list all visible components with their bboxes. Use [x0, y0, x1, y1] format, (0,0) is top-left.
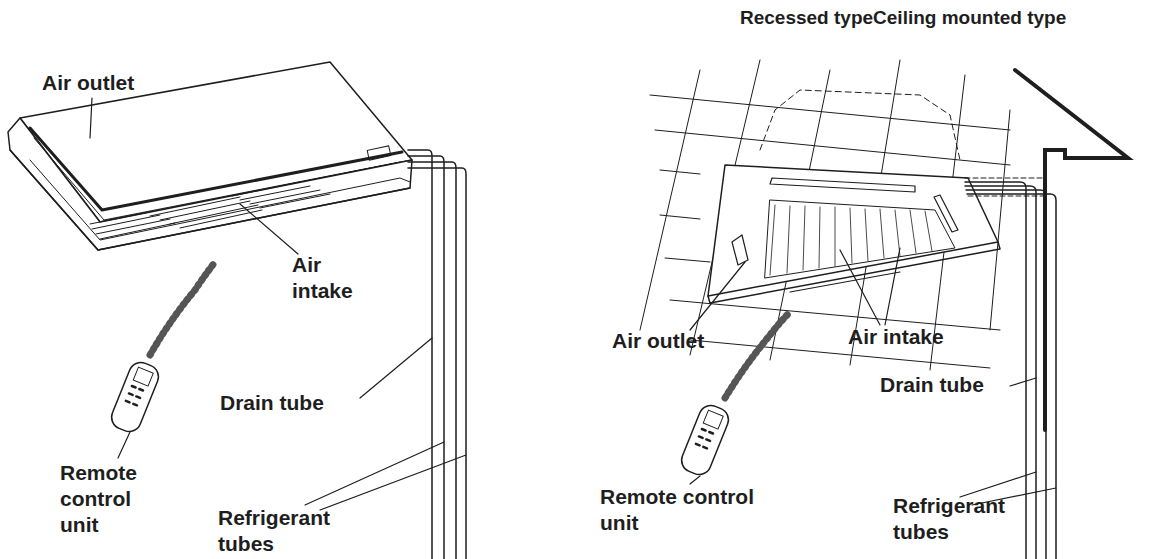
part-label: Air intake [848, 324, 1008, 350]
leader-line [840, 248, 900, 325]
part-label: Air outlet [612, 328, 772, 354]
ceiling-unit [8, 62, 412, 250]
part-label: Refrigerant tubes [893, 493, 1023, 545]
refrigerant-pipe [408, 168, 466, 559]
remote-control [108, 262, 215, 435]
grid-line [650, 95, 1010, 368]
leader-line [90, 98, 92, 138]
leader-line [305, 442, 466, 510]
leader-line [690, 262, 745, 330]
outlet-vane [790, 272, 900, 292]
panel-edge [708, 242, 1000, 303]
refrigerant-pipe [408, 162, 456, 559]
ceiling-grid [640, 60, 1010, 370]
wall-line [1015, 70, 1128, 430]
leader-line [360, 338, 432, 398]
leader-line [118, 432, 130, 458]
unit-front [8, 118, 412, 250]
unit-bottom [30, 160, 410, 240]
remote-buttons [126, 386, 143, 405]
signal-waves [150, 262, 215, 355]
grille-line [90, 182, 330, 239]
remote-body [108, 359, 162, 435]
grille-frame [765, 200, 955, 278]
diagram-title: Recessed typeCeiling mounted type [740, 6, 1066, 30]
left-pipes [408, 150, 466, 559]
leader-lines [90, 98, 1056, 510]
remote-screen [703, 410, 723, 429]
part-label: Remote control unit [600, 484, 790, 536]
part-label: Air intake [292, 252, 372, 304]
refrigerant-pipe [408, 156, 444, 559]
remote-screen [133, 367, 153, 386]
hidden-body [760, 90, 960, 160]
part-label: Drain tube [220, 390, 380, 416]
grille-lines [770, 205, 932, 275]
outlet-vane [732, 178, 958, 265]
grid-line [640, 60, 1010, 370]
remote-buttons [696, 429, 713, 448]
wall [1015, 70, 1128, 430]
unit-rim [10, 150, 410, 250]
part-label: Refrigerant tubes [218, 505, 348, 557]
part-label: Drain tube [880, 372, 1040, 398]
signal-waves [725, 312, 790, 398]
leader-line [690, 476, 700, 484]
unit-indicator [367, 146, 391, 160]
part-label: Air outlet [42, 70, 202, 96]
leader-line [1010, 378, 1036, 386]
remote-body [678, 402, 732, 478]
intake-grille [90, 182, 330, 239]
part-label: Remote control unit [60, 460, 160, 538]
recessed-unit [708, 165, 1000, 303]
leader-line [240, 204, 298, 254]
